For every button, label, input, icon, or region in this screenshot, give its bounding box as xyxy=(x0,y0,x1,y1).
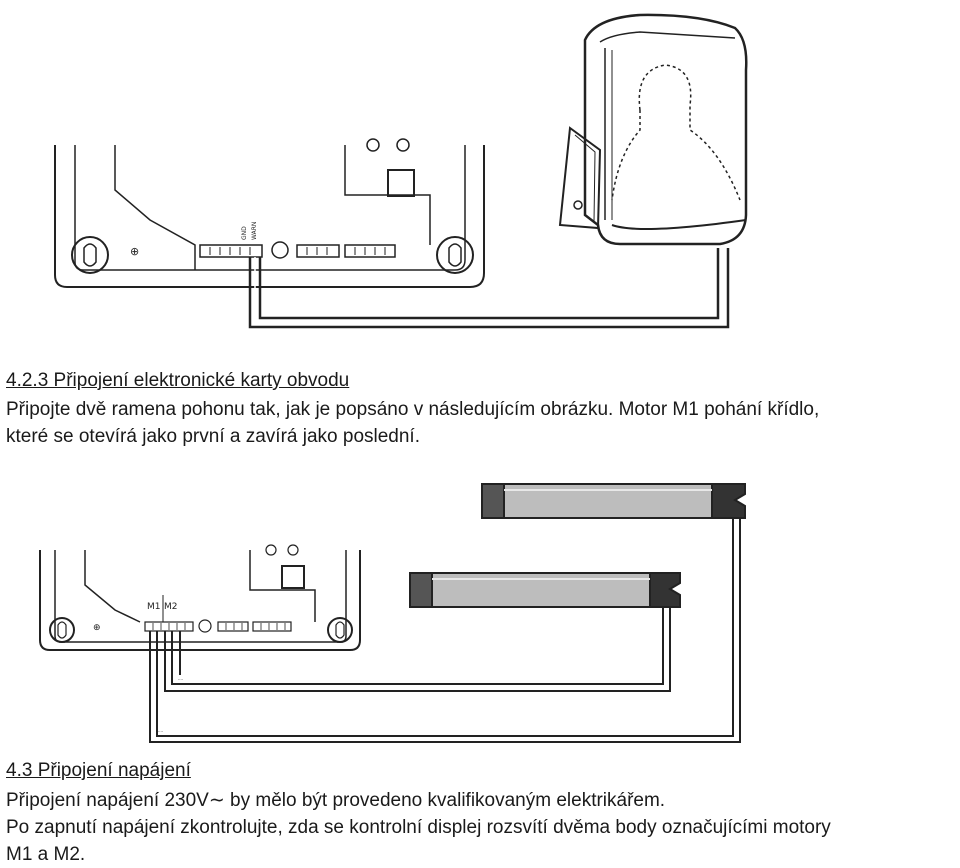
terminal-block-right xyxy=(344,244,396,258)
section-heading-4-3: 4.3 Připojení napájení xyxy=(6,760,191,781)
terminal-block-motors xyxy=(144,621,194,632)
motor-m1-cable xyxy=(149,518,741,743)
warning-lamp xyxy=(558,13,748,246)
section-heading-4-2-3: 4.2.3 Připojení elektronické karty obvod… xyxy=(6,370,350,391)
terminal-label-gnd: GND xyxy=(241,226,248,240)
section-4-2-3-line-1: Připojte dvě ramena pohonu tak, jak je p… xyxy=(6,399,820,420)
terminal-block-middle xyxy=(296,244,340,258)
section-4-3-line-1: Připojení napájení 230V∼ by mělo být pro… xyxy=(6,790,666,811)
warning-lamp-wiring-diagram: ⊕ GND WARN xyxy=(54,13,748,329)
terminal-label-warn: WARN xyxy=(251,222,258,240)
mounting-hole-right xyxy=(436,236,474,274)
svg-text:····: ···· xyxy=(158,729,163,734)
svg-text:····: ···· xyxy=(178,677,183,682)
svg-text:⊕: ⊕ xyxy=(93,622,101,632)
svg-text:⊕: ⊕ xyxy=(130,246,139,258)
section-4-2-3-line-2: které se otevírá jako první a zavírá jak… xyxy=(6,426,420,447)
terminal-block-warn xyxy=(199,244,263,258)
section-4-3-line-3: M1 a M2. xyxy=(6,844,86,865)
section-4-3-line-2: Po zapnutí napájení zkontrolujte, zda se… xyxy=(6,817,831,838)
terminal-label-m1: M1 xyxy=(147,602,161,612)
svg-text:··: ·· xyxy=(150,740,153,745)
lamp-cable xyxy=(248,248,730,329)
svg-text:···: ··· xyxy=(165,688,169,693)
control-board-housing-2 xyxy=(39,550,361,651)
motor-m2 xyxy=(409,572,681,608)
control-board-housing xyxy=(54,145,485,288)
motor-m1 xyxy=(481,483,746,519)
mounting-hole-left xyxy=(71,236,109,274)
terminal-label-m2: M2 xyxy=(164,602,178,612)
